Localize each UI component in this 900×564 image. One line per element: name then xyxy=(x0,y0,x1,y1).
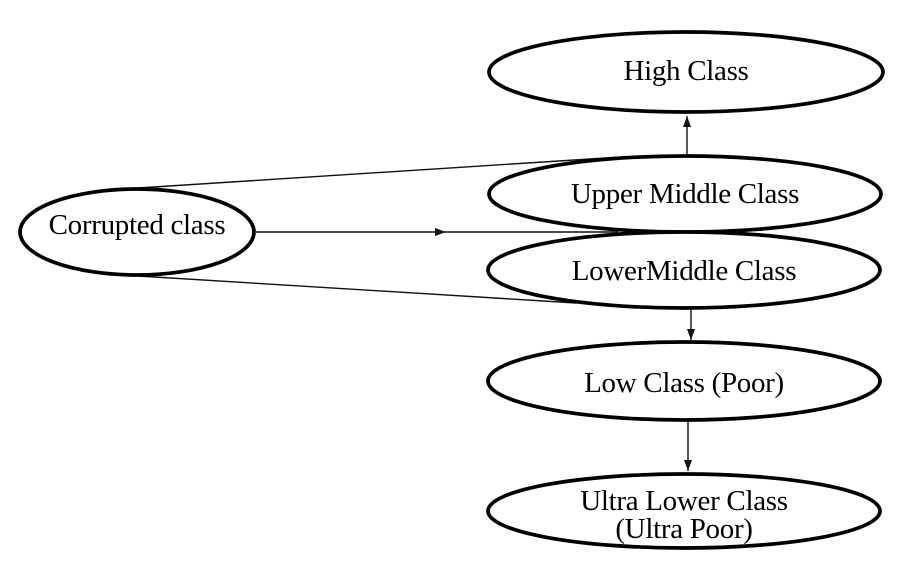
node-label-high-class: High Class xyxy=(623,55,748,87)
node-ellipse-lower-middle-class xyxy=(486,230,882,310)
node-ultra-lower-class: Ultra Lower Class(Ultra Poor) xyxy=(486,472,882,550)
node-high-class: High Class xyxy=(487,30,885,114)
node-ellipse-high-class xyxy=(487,30,885,114)
node-label-line: Corrupted class xyxy=(49,209,226,241)
node-low-class: Low Class (Poor) xyxy=(486,340,882,422)
node-label-line: LowerMiddle Class xyxy=(572,255,796,287)
node-label-low-class: Low Class (Poor) xyxy=(584,367,784,399)
node-label-upper-middle-class: Upper Middle Class xyxy=(571,178,799,210)
node-label-ultra-lower-class: Ultra Lower Class(Ultra Poor) xyxy=(580,485,788,545)
node-label-lower-middle-class: LowerMiddle Class xyxy=(572,255,796,287)
node-label-line: Ultra Lower Class xyxy=(580,485,788,517)
node-label-corrupted-class: Corrupted class xyxy=(49,209,226,241)
node-label-line: Upper Middle Class xyxy=(571,178,799,210)
node-lower-middle-class: LowerMiddle Class xyxy=(486,230,882,310)
edges-layer xyxy=(137,116,695,471)
edge-corrupted-to-upper-middle-line xyxy=(137,156,622,189)
node-ellipse-corrupted-class xyxy=(18,187,256,277)
node-upper-middle-class: Upper Middle Class xyxy=(487,154,883,234)
edge-corrupted-to-lower-middle-line xyxy=(137,275,577,304)
node-corrupted-class: Corrupted class xyxy=(18,187,256,277)
node-ellipse-ultra-lower-class xyxy=(486,472,882,550)
node-ellipse-low-class xyxy=(486,340,882,422)
node-label-line: High Class xyxy=(623,55,748,87)
node-label-line: Low Class (Poor) xyxy=(584,367,784,399)
node-label-line: (Ultra Poor) xyxy=(615,513,752,545)
